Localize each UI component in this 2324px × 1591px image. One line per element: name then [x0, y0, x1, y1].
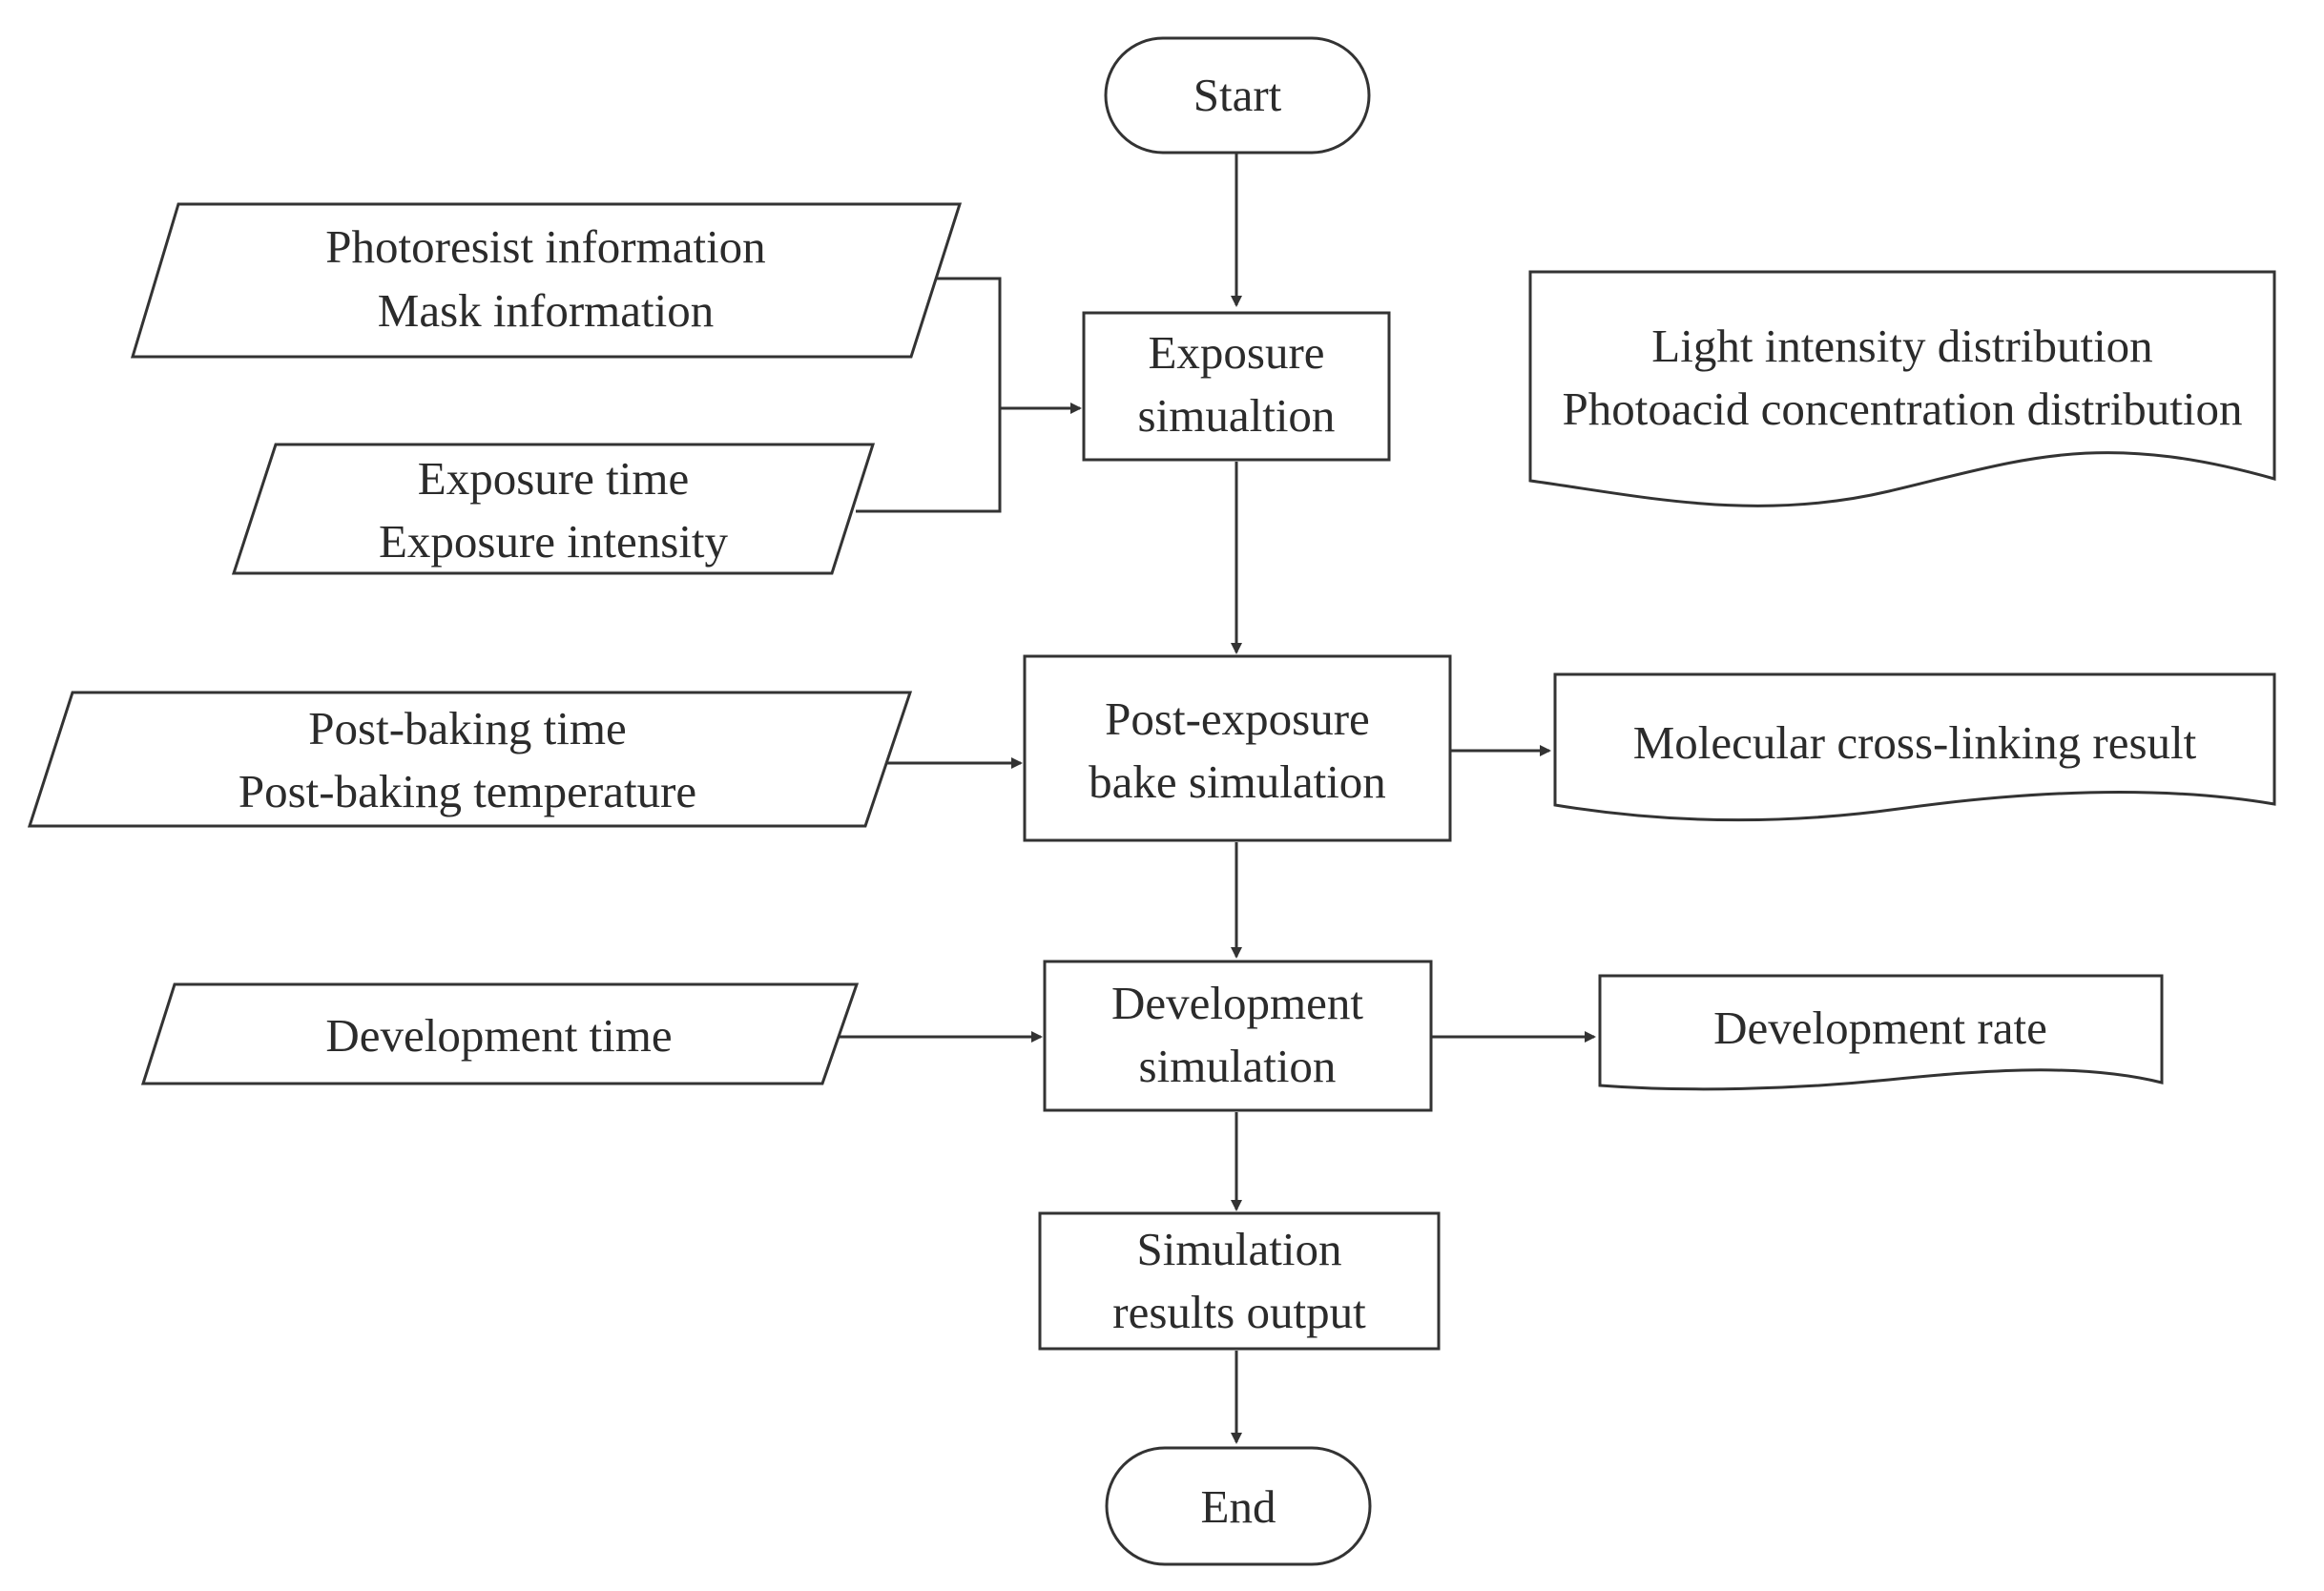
process-post-exposure-bake: Post-exposure bake simulation: [1023, 654, 1452, 842]
output-crosslink-line-1: Molecular cross-linking result: [1633, 716, 2197, 769]
output-crosslinking: Molecular cross-linking result: [1553, 672, 2276, 822]
input-devtime-line-1: Development time: [325, 1009, 672, 1062]
process-exposure-line-2: simualtion: [1138, 389, 1336, 442]
output-light-shape: [1528, 270, 2276, 507]
input-exposure-params-shape: [231, 443, 876, 575]
terminal-end-label: End: [1201, 1480, 1276, 1533]
process-results-output: Simulation results output: [1038, 1211, 1441, 1351]
process-development-line-2: simulation: [1139, 1040, 1337, 1092]
input-exposure-params-line-2: Exposure intensity: [379, 515, 729, 568]
process-exposure-line-1: Exposure: [1148, 326, 1324, 379]
input-postbake-line-2: Post-baking temperature: [239, 765, 696, 817]
input-photoresist-line-1: Photoresist information: [325, 220, 765, 273]
input-postbake-line-1: Post-baking time: [308, 702, 626, 754]
terminal-end-shape: [1105, 1446, 1372, 1566]
terminal-start-shape: [1104, 36, 1371, 155]
process-peb-line-1: Post-exposure: [1105, 692, 1370, 745]
process-exposure-simulation: Exposure simualtion: [1082, 311, 1391, 462]
process-development-line-1: Development: [1111, 977, 1363, 1029]
input-exposure-params-line-1: Exposure time: [418, 452, 689, 505]
output-devrate-line-1: Development rate: [1713, 1002, 2047, 1054]
output-light-line-1: Light intensity distribution: [1651, 320, 2152, 372]
output-light-photoacid: Light intensity distribution Photoacid c…: [1528, 270, 2276, 507]
input-exposure-params: Exposure time Exposure intensity: [231, 443, 876, 575]
process-development-simulation: Development simulation: [1043, 960, 1433, 1112]
edge-photoresist-input: [933, 277, 1002, 408]
input-photoresist-mask: Photoresist information Mask information: [130, 202, 963, 359]
output-light-line-2: Photoacid concentration distribution: [1562, 382, 2242, 435]
input-photoresist-line-2: Mask information: [378, 284, 714, 337]
input-development-time: Development time: [140, 982, 860, 1085]
process-peb-line-2: bake simulation: [1089, 755, 1386, 808]
terminal-start: Start: [1104, 36, 1371, 155]
output-development-rate: Development rate: [1598, 974, 2164, 1091]
process-exposure-shape: [1082, 311, 1391, 462]
input-postbake-shape: [27, 691, 913, 828]
terminal-end: End: [1105, 1446, 1372, 1566]
connectors: [838, 153, 1596, 1444]
terminal-start-label: Start: [1193, 69, 1282, 121]
input-postbake-params: Post-baking time Post-baking temperature: [27, 691, 913, 828]
edge-exposure-params-input: [856, 408, 1002, 513]
process-output-line-1: Simulation: [1136, 1223, 1341, 1275]
process-output-line-2: results output: [1112, 1286, 1366, 1338]
output-devrate-shape: [1598, 974, 2164, 1091]
process-output-shape: [1038, 1211, 1441, 1351]
output-crosslink-shape: [1553, 672, 2276, 822]
input-photoresist-shape: [130, 202, 963, 359]
input-devtime-shape: [140, 982, 860, 1085]
process-peb-shape: [1023, 654, 1452, 842]
process-development-shape: [1043, 960, 1433, 1112]
